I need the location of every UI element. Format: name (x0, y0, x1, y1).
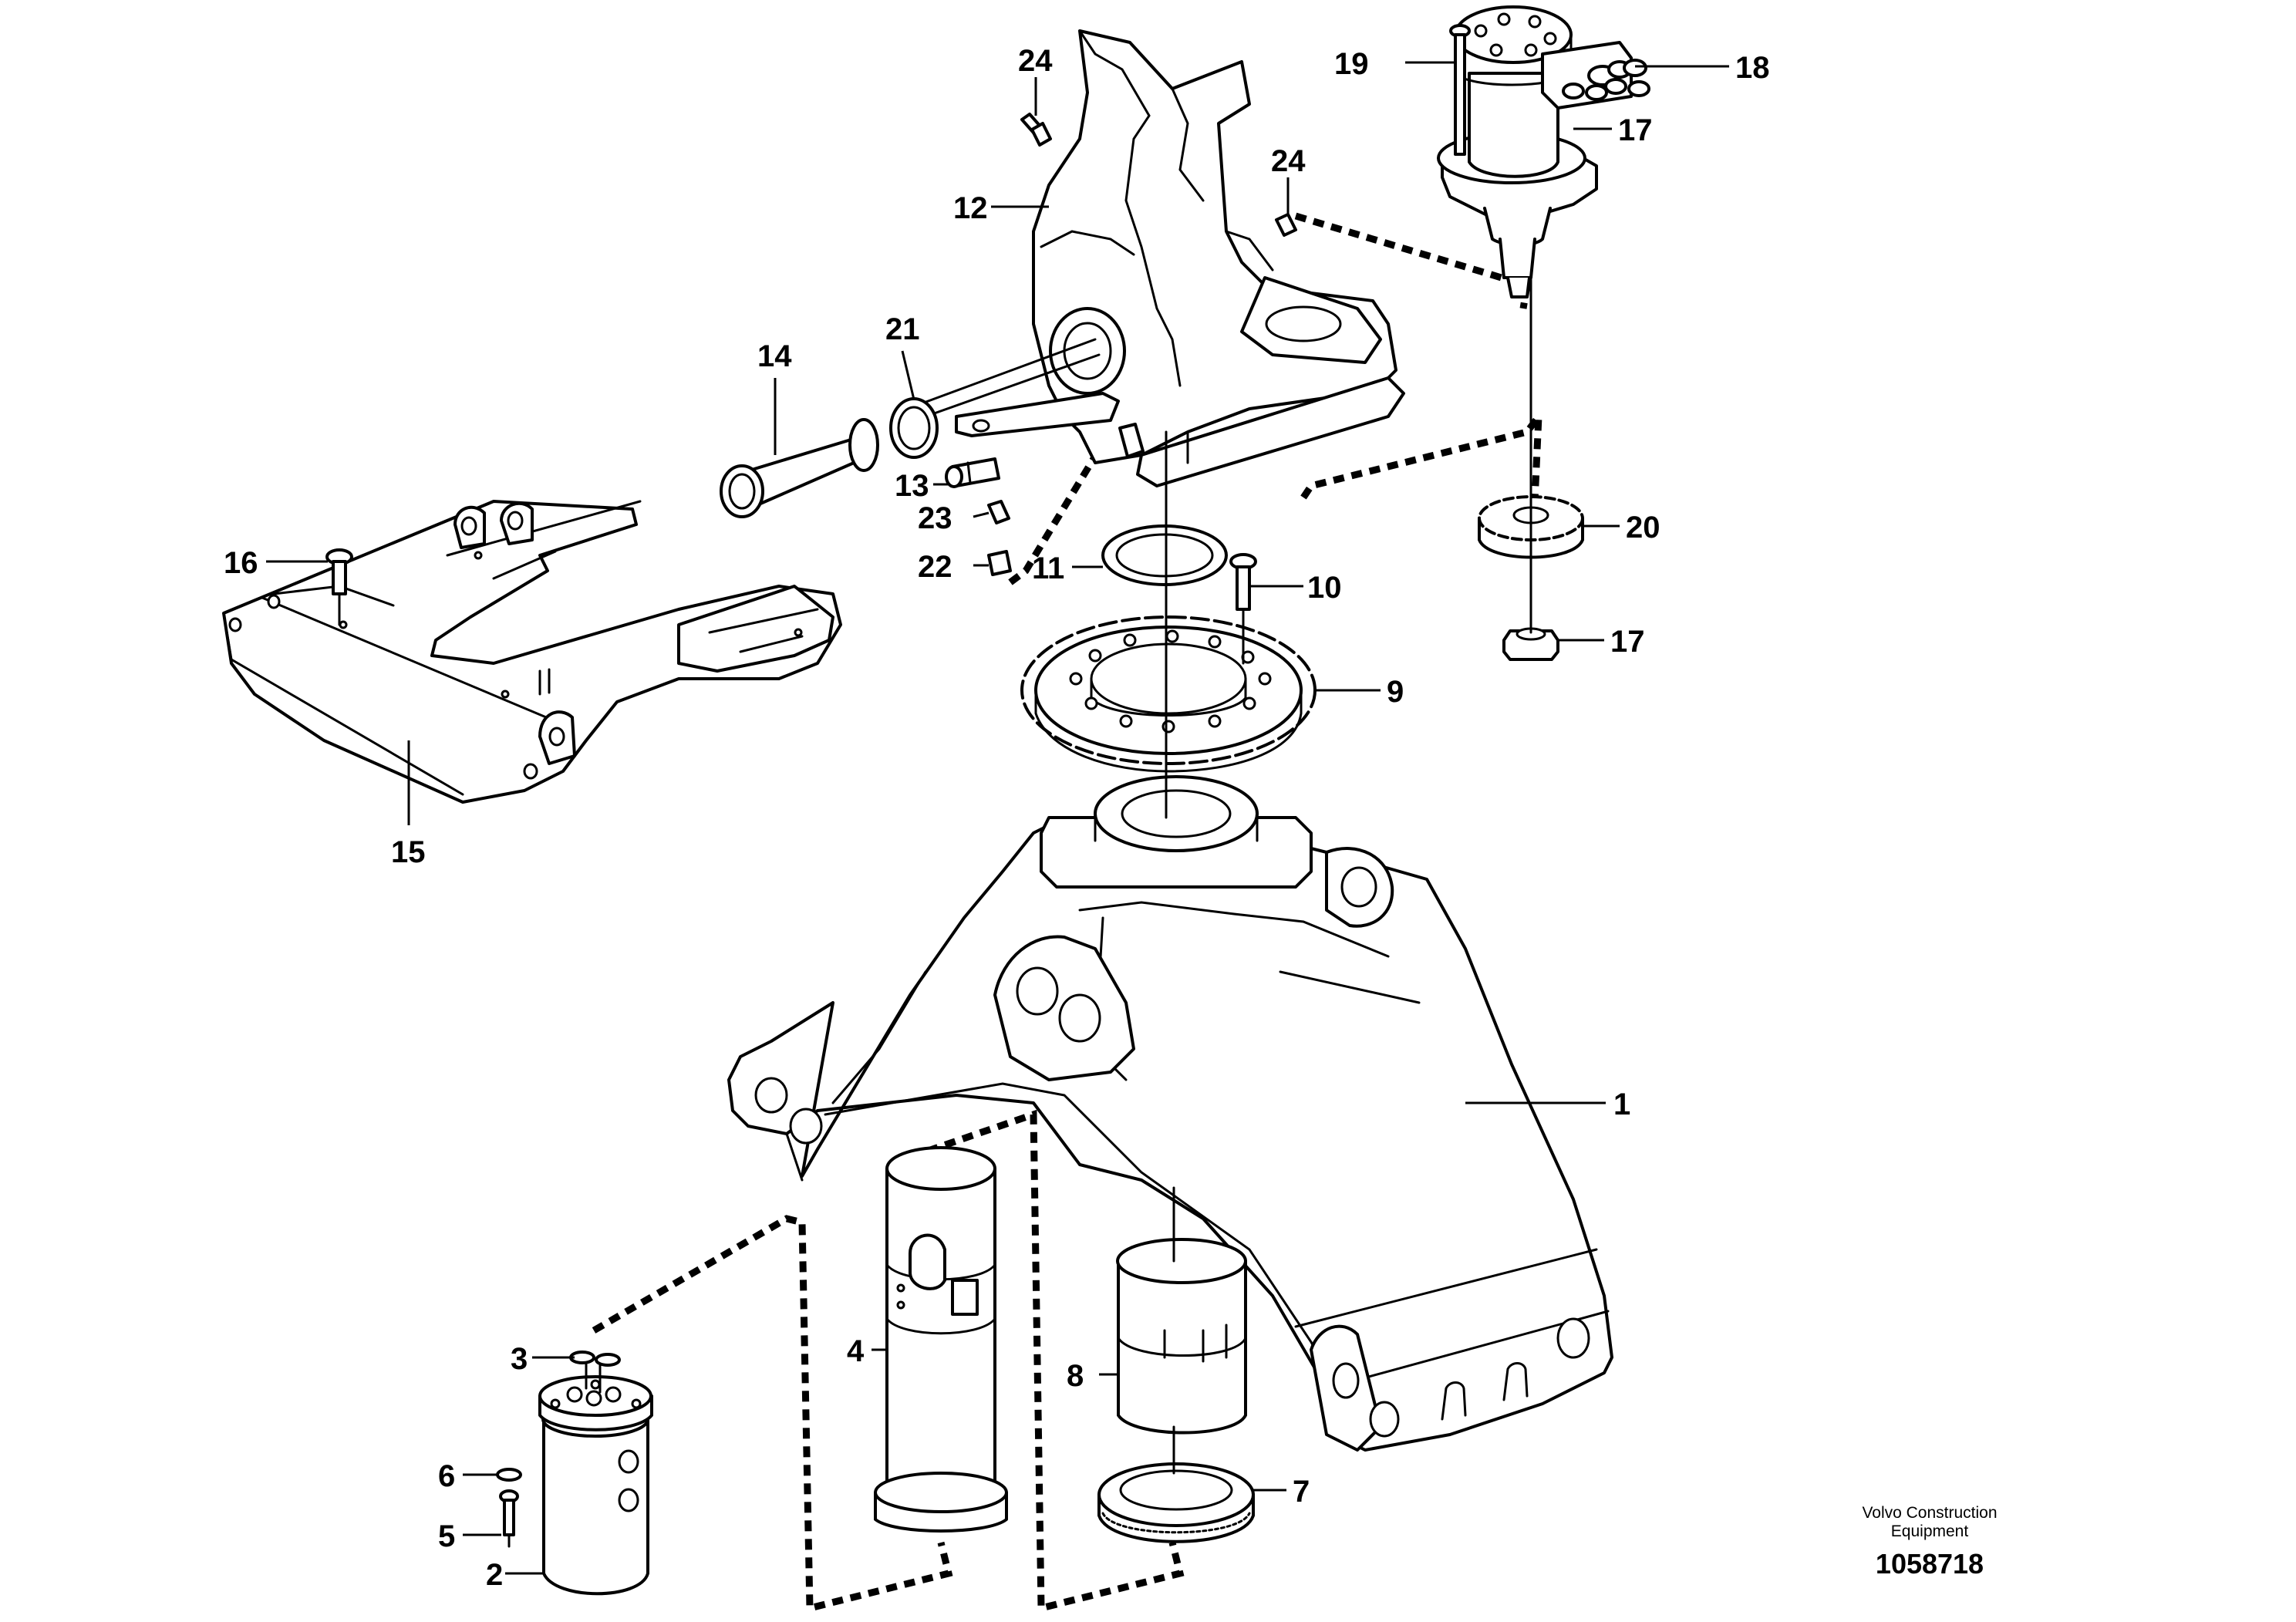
callout-24-upper: 24 (1018, 44, 1053, 78)
part-1-main-frame (727, 775, 1613, 1452)
part-2-swivel-joint (538, 1356, 653, 1596)
part-8-bushing (1116, 1238, 1247, 1435)
callout-7: 7 (1293, 1475, 1310, 1509)
clip-near-12 (1118, 423, 1145, 458)
callout-10: 10 (1307, 571, 1342, 605)
part-21-pin-rod (916, 338, 1101, 418)
brand-line-2: Equipment (1891, 1523, 1969, 1540)
callout-2: 2 (486, 1558, 503, 1592)
callout-3: 3 (511, 1342, 528, 1376)
lever-arm (955, 392, 1120, 437)
callout-19: 19 (1334, 47, 1369, 81)
callout-13: 13 (895, 469, 929, 503)
callout-20: 20 (1626, 511, 1660, 545)
callout-24-right: 24 (1271, 144, 1306, 178)
part-11-seal-ring (1101, 524, 1228, 586)
callout-4: 4 (847, 1334, 865, 1368)
callout-18: 18 (1735, 51, 1770, 85)
part-12-upper-bracket (1032, 29, 1405, 487)
part-9-ring-gear (1020, 615, 1317, 773)
part-7-bearing-ring (1097, 1462, 1255, 1543)
callout-16: 16 (224, 546, 258, 580)
valve-fittings (1562, 59, 1650, 101)
callout-9: 9 (1387, 675, 1404, 709)
document-number: 1058718 (1876, 1548, 1984, 1580)
ring-gear-bolt-holes (1069, 629, 1272, 733)
part-6-washer (496, 1468, 522, 1482)
callout-5: 5 (438, 1519, 455, 1553)
callout-17-lower: 17 (1610, 625, 1645, 659)
callout-21: 21 (885, 312, 920, 346)
callout-23: 23 (918, 501, 952, 535)
callout-14: 14 (757, 339, 792, 373)
motor-bolt-holes (1474, 12, 1557, 57)
part-3-o-rings (569, 1351, 621, 1367)
callout-11: 11 (1032, 551, 1064, 585)
part-13-pin (945, 457, 1000, 488)
part-4-pin-shaft (874, 1146, 1008, 1533)
callout-22: 22 (918, 550, 952, 584)
callout-1: 1 (1613, 1088, 1630, 1121)
callout-17-upper: 17 (1618, 113, 1653, 147)
part-19-bolt (1449, 24, 1471, 156)
part-14-sleeve (720, 418, 879, 518)
leader-lines (266, 61, 1729, 1575)
part-5-screw (499, 1489, 519, 1536)
callout-12: 12 (953, 191, 988, 225)
part-21-retaining-ring (889, 397, 939, 459)
footer: Volvo Construction Equipment 1058718 (1862, 1504, 1997, 1580)
part-17-swing-motor (1437, 5, 1650, 298)
part-22-adapter (987, 550, 1012, 576)
callout-8: 8 (1067, 1359, 1084, 1393)
part-15-swing-frame (222, 500, 842, 804)
callout-15: 15 (391, 835, 426, 869)
part-24-grease-nipple-right (1275, 213, 1297, 237)
part-24-grease-nipple-upper (1020, 113, 1052, 147)
callout-6: 6 (438, 1459, 455, 1493)
part-10-bolt (1229, 553, 1257, 611)
callout-labels: 1 2 3 4 5 6 7 8 9 10 11 12 13 14 15 16 1… (224, 44, 1770, 1592)
part-16-bolt (325, 548, 353, 595)
part-23-fitting (987, 500, 1010, 524)
brand-line-1: Volvo Construction (1862, 1504, 1997, 1522)
